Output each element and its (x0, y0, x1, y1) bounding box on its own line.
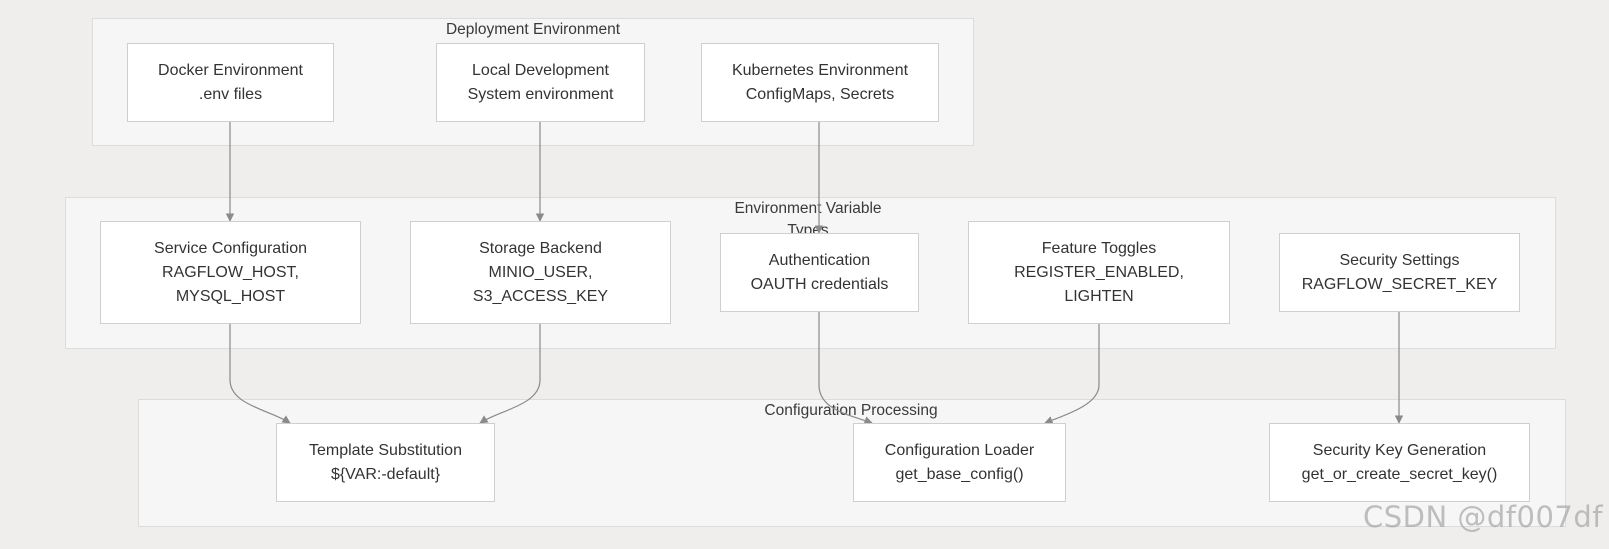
node-template-substitution: Template Substitution ${VAR:-default} (276, 423, 495, 502)
node-feature-toggles-title: Feature Toggles (1041, 239, 1157, 257)
node-docker-environment-detail: .env files (198, 85, 263, 103)
node-service-configuration-title: Service Configuration (154, 239, 307, 257)
node-security-settings: Security Settings RAGFLOW_SECRET_KEY (1279, 233, 1520, 312)
node-storage-backend: Storage Backend MINIO_USER, S3_ACCESS_KE… (410, 221, 671, 324)
node-authentication-detail: OAUTH credentials (750, 275, 889, 293)
cluster-configuration-processing-title: Configuration Processing (764, 402, 938, 419)
node-storage-backend-title: Storage Backend (479, 239, 602, 257)
node-kubernetes-environment-title: Kubernetes Environment (731, 61, 909, 79)
node-service-configuration: Service Configuration RAGFLOW_HOST, MYSQ… (100, 221, 361, 324)
node-service-configuration-detail-2: MYSQL_HOST (175, 287, 286, 305)
node-security-key-generation: Security Key Generation get_or_create_se… (1269, 423, 1530, 502)
node-docker-environment: Docker Environment .env files (127, 43, 334, 122)
node-storage-backend-detail-1: MINIO_USER, (488, 263, 593, 281)
node-service-configuration-detail-1: RAGFLOW_HOST, (162, 263, 299, 281)
node-local-development: Local Development System environment (436, 43, 645, 122)
watermark: CSDN @df007df (1363, 500, 1603, 534)
node-security-key-generation-title: Security Key Generation (1312, 441, 1487, 459)
node-template-substitution-title: Template Substitution (309, 441, 462, 459)
node-configuration-loader-detail: get_base_config() (895, 465, 1024, 483)
cluster-deployment-environment-title: Deployment Environment (445, 21, 621, 38)
node-feature-toggles: Feature Toggles REGISTER_ENABLED, LIGHTE… (968, 221, 1230, 324)
node-feature-toggles-detail-1: REGISTER_ENABLED, (1014, 263, 1184, 281)
node-authentication: Authentication OAUTH credentials (720, 233, 919, 312)
node-local-development-title: Local Development (472, 61, 609, 79)
node-template-substitution-detail: ${VAR:-default} (330, 465, 441, 483)
node-security-settings-detail: RAGFLOW_SECRET_KEY (1301, 275, 1498, 293)
cluster-environment-variable-types-title: Environment Variable Types (734, 200, 882, 238)
node-security-settings-title: Security Settings (1339, 251, 1460, 269)
node-feature-toggles-detail-2: LIGHTEN (1064, 287, 1134, 305)
node-kubernetes-environment-detail: ConfigMaps, Secrets (745, 85, 895, 103)
node-configuration-loader-title: Configuration Loader (884, 441, 1035, 459)
node-docker-environment-title: Docker Environment (158, 61, 303, 79)
node-security-key-generation-detail: get_or_create_secret_key() (1301, 465, 1498, 483)
node-storage-backend-detail-2: S3_ACCESS_KEY (472, 287, 609, 305)
node-authentication-title: Authentication (768, 251, 871, 269)
node-configuration-loader: Configuration Loader get_base_config() (853, 423, 1066, 502)
node-local-development-detail: System environment (467, 85, 614, 103)
node-kubernetes-environment: Kubernetes Environment ConfigMaps, Secre… (701, 43, 939, 122)
